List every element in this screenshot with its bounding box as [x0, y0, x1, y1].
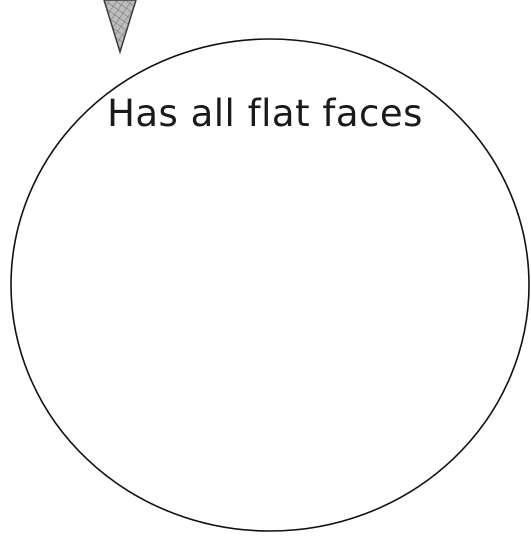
circle-label: Has all flat faces [60, 92, 470, 135]
ice-cream-cone-icon [104, 0, 136, 52]
